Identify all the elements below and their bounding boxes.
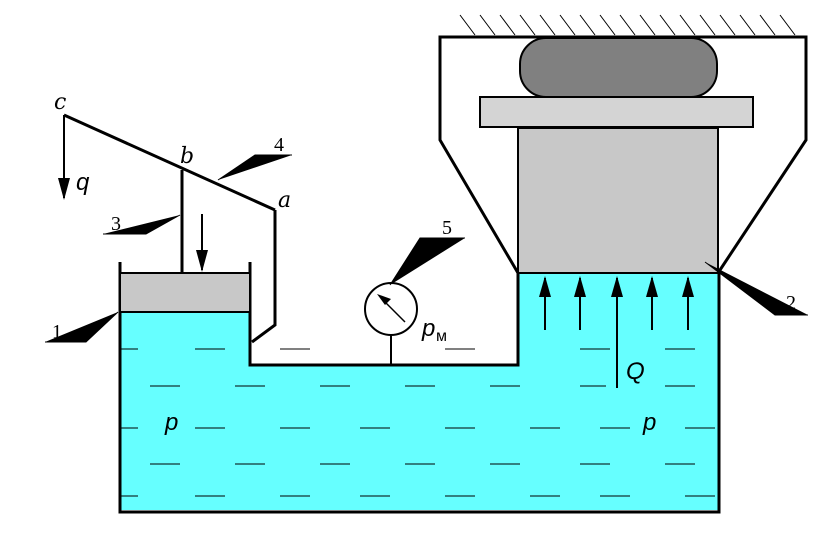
label-pressure-right: p: [642, 409, 656, 436]
label-point-c: c: [54, 90, 66, 115]
label-point-a: a: [278, 188, 291, 213]
gauge-needle-tip: [377, 294, 391, 305]
callout-leaders: [45, 154, 808, 343]
callout-5: 5: [442, 217, 452, 239]
pressed-body: [519, 37, 718, 98]
small-piston: [119, 272, 251, 313]
label-point-b: b: [180, 144, 194, 169]
pressure-arrowheads: [539, 276, 694, 297]
fluid-region: [120, 273, 718, 510]
label-gauge-p: p: [421, 315, 435, 342]
callout-3: 3: [111, 213, 121, 235]
force-q-arrowhead: [58, 178, 70, 200]
lever-support-link: [251, 210, 277, 344]
vessel-wall-small-cylinder-right: [248, 262, 520, 367]
callout-1: 1: [52, 321, 62, 343]
label-force-Q: Q: [626, 358, 645, 385]
ceiling-hatching: [459, 14, 796, 36]
platen: [479, 96, 754, 128]
fluid-dash-lines: [120, 348, 715, 497]
large-piston: [517, 127, 719, 274]
lever-cba: [63, 113, 276, 212]
label-pressure-left: p: [164, 409, 178, 436]
label-gauge-sub: м: [436, 328, 447, 345]
callout-4: 4: [274, 134, 284, 156]
label-force-q: q: [76, 169, 90, 196]
vessel-wall-left-outer: [118, 262, 721, 514]
piston-force-arrowhead: [196, 250, 208, 272]
callout-2: 2: [786, 292, 796, 314]
